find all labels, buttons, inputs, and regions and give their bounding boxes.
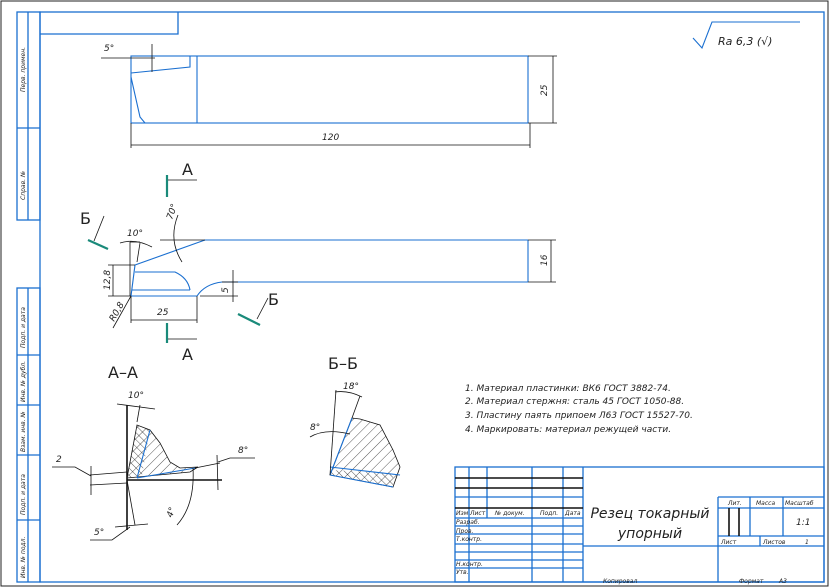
section-aa-title: А–А <box>108 363 138 382</box>
role-label: Н.контр. <box>456 561 483 568</box>
header-date: Дата <box>564 510 581 517</box>
strip-label: Перв. примен. <box>20 47 27 92</box>
mass-label: Масса <box>756 500 775 507</box>
roughness-value: Ra 6,3 (√) <box>718 35 772 48</box>
sheets-label: Листов <box>762 539 786 546</box>
insert-length-dim: 25 <box>157 308 169 318</box>
strip-label: Справ. № <box>20 171 27 200</box>
section-bb: Б–Б 18° 8° <box>309 354 401 488</box>
strip-label: Взам. инв. № <box>20 411 27 452</box>
role-label: Разраб. <box>456 519 480 526</box>
technical-notes: 1. Материал пластинки: ВК6 ГОСТ 3882-74.… <box>465 384 693 435</box>
role-label: Т.контр. <box>456 536 482 543</box>
aa-angle-top: 10° <box>128 391 144 401</box>
drawing-title: Резец токарный <box>590 506 709 522</box>
scale-label: Масштаб <box>785 500 814 507</box>
sheets-value: 1 <box>805 539 809 546</box>
bb-angle-left: 8° <box>310 423 320 433</box>
main-angle-label: 70° <box>165 203 180 221</box>
header-sign: Подп. <box>540 510 558 517</box>
drawing-title: упорный <box>617 526 682 542</box>
aa-dim-left: 2 <box>56 455 62 465</box>
aa-angle-arc: 4° <box>165 506 178 519</box>
section-b-left: Б <box>80 209 91 228</box>
step-dim: 5 <box>221 287 231 293</box>
section-bb-title: Б–Б <box>328 354 358 373</box>
note: 2. Материал стержня: сталь 45 ГОСТ 1050-… <box>465 397 684 407</box>
aa-angle-bottom: 5° <box>94 528 104 538</box>
role-label: Пров. <box>456 528 474 535</box>
section-a-top: А <box>182 160 193 179</box>
format-value: А3 <box>778 578 787 585</box>
header-list: Лист <box>469 510 486 517</box>
header-doc: № докум. <box>494 510 525 517</box>
front-view: 70° 10° 12,8 R0,8 25 5 16 <box>103 203 556 329</box>
height-dim: 12,8 <box>103 270 113 290</box>
copied-label: Копировал <box>603 578 637 585</box>
section-a-bottom: А <box>182 345 193 364</box>
roughness-symbol: Ra 6,3 (√) <box>692 21 800 50</box>
format-label: Формат <box>739 578 764 585</box>
strip-label: Инв. № подл. <box>20 537 27 578</box>
length-dim: 120 <box>322 133 339 143</box>
role-label: Утв. <box>456 569 469 576</box>
strip-label: Подп. и дата <box>20 474 27 515</box>
thickness-dim: 16 <box>540 254 550 266</box>
aa-angle-right: 8° <box>238 446 248 456</box>
width-dim: 25 <box>540 84 550 96</box>
section-b-right: Б <box>268 290 279 309</box>
top-left-box <box>40 12 179 35</box>
inner-frame <box>39 11 825 583</box>
lit-label: Лит. <box>727 500 742 507</box>
strip-label: Инв. № дубл. <box>20 361 27 402</box>
section-marks: А А Б Б <box>80 160 279 364</box>
note: 1. Материал пластинки: ВК6 ГОСТ 3882-74. <box>465 384 671 394</box>
note: 3. Пластину паять припоем Л63 ГОСТ 15527… <box>465 411 693 421</box>
section-aa: А–А 10° 2 8° 4° 5° <box>52 363 255 541</box>
strip-label: Подп. и дата <box>20 307 27 348</box>
title-block: Изм Лист № докум. Подп. Дата Разраб. Про… <box>454 466 825 585</box>
top-angle-label: 10° <box>127 229 143 239</box>
radius-dim: R0,8 <box>108 300 127 323</box>
top-view: 5° 25 120 <box>101 44 557 148</box>
scale-value: 1:1 <box>796 518 810 528</box>
bb-angle-top: 18° <box>343 382 359 392</box>
top-angle-label: 5° <box>104 44 114 54</box>
header-izm: Изм <box>456 510 469 517</box>
left-strip: Перв. примен. Справ. № Подп. и дата Инв.… <box>16 11 41 583</box>
sheet-label: Лист <box>720 539 737 546</box>
note: 4. Маркировать: материал режущей части. <box>465 425 671 435</box>
